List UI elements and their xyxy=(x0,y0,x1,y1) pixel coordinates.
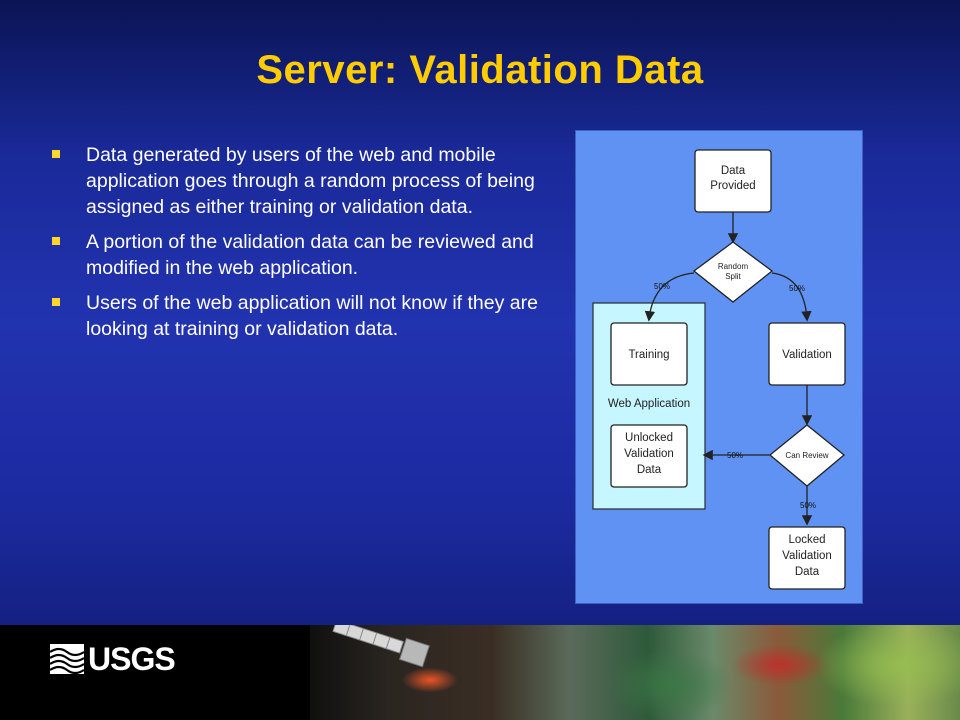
satellite-icon xyxy=(332,625,430,668)
node-data-provided-line2: Provided xyxy=(710,180,755,192)
node-unlocked-line3: Data xyxy=(637,464,662,476)
bullet-text: Data generated by users of the web and m… xyxy=(86,144,535,218)
node-random-split-line2: Split xyxy=(725,272,741,281)
edge-split-to-validation xyxy=(771,272,812,322)
node-unlocked-line2: Validation xyxy=(624,448,674,460)
node-locked-validation-data xyxy=(768,526,846,590)
bullet-list: Data generated by users of the web and m… xyxy=(50,142,555,351)
usgs-logo-text: USGS xyxy=(88,640,176,677)
bullet-item: A portion of the validation data can be … xyxy=(50,229,555,281)
node-unlocked-validation-data xyxy=(610,424,688,488)
node-validation-label: Validation xyxy=(782,349,832,361)
bullet-text: Users of the web application will not kn… xyxy=(86,292,538,340)
slide-title: Server: Validation Data xyxy=(256,48,704,92)
usgs-logo: USGS xyxy=(50,640,176,677)
node-unlocked-line1: Unlocked xyxy=(625,432,673,444)
node-random-split-line1: Random xyxy=(718,262,749,271)
node-locked-line2: Validation xyxy=(782,550,832,562)
square-bullet-icon xyxy=(52,298,60,306)
node-can-review xyxy=(768,424,846,487)
web-application-label: Web Application xyxy=(608,398,690,410)
node-locked-line3: Data xyxy=(795,566,820,578)
bullet-item: Data generated by users of the web and m… xyxy=(50,142,555,220)
square-bullet-icon xyxy=(52,150,60,158)
usgs-wave-icon xyxy=(50,644,84,674)
node-training xyxy=(610,322,688,386)
square-bullet-icon xyxy=(52,237,60,245)
edge-label-review-left: 50% xyxy=(727,451,743,460)
edge-split-to-training xyxy=(644,272,695,322)
node-locked-line1: Locked xyxy=(788,534,825,546)
bullet-text: A portion of the validation data can be … xyxy=(86,231,534,279)
node-data-provided xyxy=(694,149,772,213)
footer-banner: USGS xyxy=(0,625,960,720)
edge-label-split-right: 50% xyxy=(789,284,805,293)
node-data-provided-line1: Data xyxy=(721,165,746,177)
satellite-imagery-strip xyxy=(310,625,960,720)
node-training-label: Training xyxy=(628,349,669,361)
edge-label-split-left: 50% xyxy=(654,282,670,291)
node-can-review-label: Can Review xyxy=(785,451,828,460)
edge-label-review-down: 50% xyxy=(800,501,816,510)
node-random-split xyxy=(692,241,774,303)
flowchart-diagram: 50% 50% 50% 50% Data Provided Random Spl… xyxy=(575,130,863,604)
node-validation xyxy=(768,322,846,386)
bullet-item: Users of the web application will not kn… xyxy=(50,290,555,342)
